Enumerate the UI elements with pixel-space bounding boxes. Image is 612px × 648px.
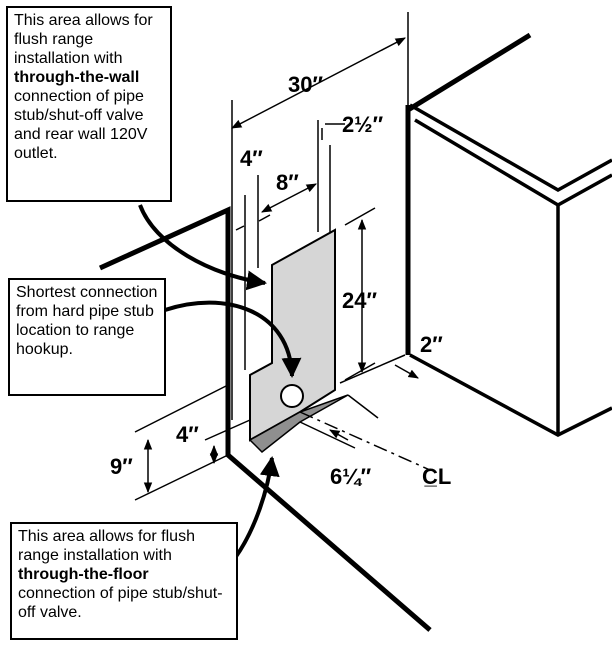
floor-callout: This area allows for flush range install… (10, 522, 238, 640)
cabinet (409, 103, 612, 437)
wall-callout: This area allows for flush range install… (6, 6, 172, 202)
dim-9: 9″ (110, 454, 133, 479)
wall-callout-text: This area allows for flush range install… (14, 12, 153, 67)
dim-4-floor: 4″ (176, 422, 199, 447)
shortest-callout-text: Shortest connection from hard pipe stub … (16, 284, 158, 358)
centerline-label: C̲L (422, 464, 451, 489)
wall-callout-text-2: connection of pipe stub/shut-off valve a… (14, 88, 148, 162)
dim-4-top: 4″ (240, 146, 263, 171)
callout-arrows (138, 204, 302, 560)
dimension-labels: 30″ 2½″ 4″ 8″ 24″ 2″ 4″ 9″ 6¼″ C̲L (110, 72, 451, 489)
dim-2-half: 2½″ (342, 112, 384, 137)
floor-connection-area (248, 394, 349, 454)
dim-6-quarter: 6¼″ (330, 464, 372, 489)
pipe-stub-location (280, 384, 304, 408)
dim-30: 30″ (288, 72, 323, 97)
dim-2: 2″ (420, 332, 443, 357)
floor-callout-text-2: connection of pipe stub/shut-off valve. (18, 585, 223, 621)
dim-8: 8″ (276, 170, 299, 195)
floor-callout-text: This area allows for flush range install… (18, 528, 195, 564)
dim-24: 24″ (342, 288, 377, 313)
shortest-connection-callout: Shortest connection from hard pipe stub … (8, 278, 166, 396)
wall-callout-bold: through-the-wall (14, 69, 140, 86)
floor-callout-bold: through-the-floor (18, 566, 149, 583)
dimension-lines (134, 12, 431, 501)
